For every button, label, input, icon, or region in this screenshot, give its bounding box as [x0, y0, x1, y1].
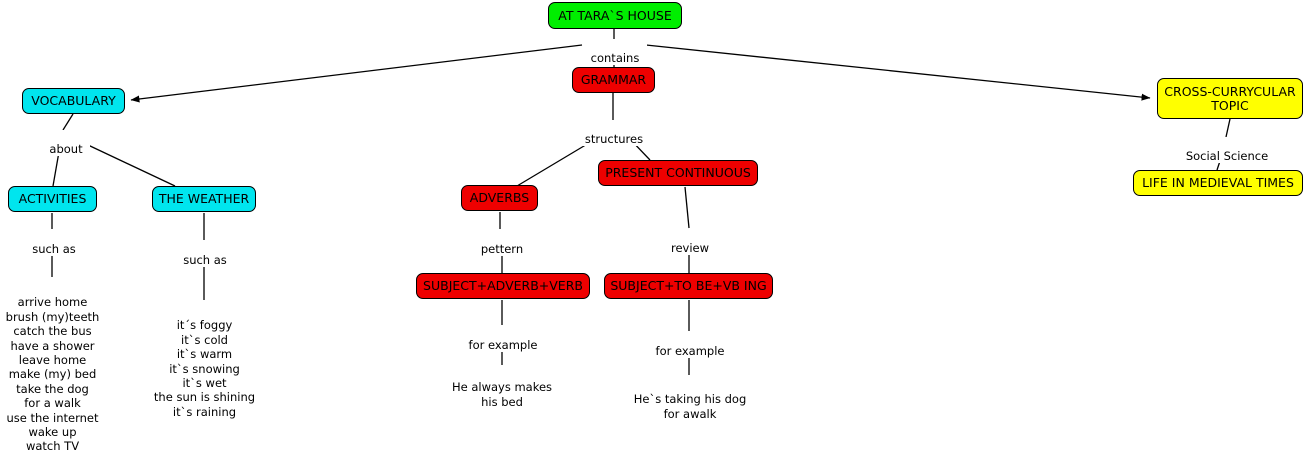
node-root[interactable]: AT TARA`S HOUSE [548, 2, 682, 29]
link-present-continuous-to-review [684, 186, 690, 229]
node-subject-to-be-vb-ing-label: SUBJECT+TO BE+VB ING [610, 278, 767, 294]
node-vocabulary[interactable]: VOCABULARY [22, 88, 125, 114]
node-grammar-label: GRAMMAR [580, 72, 647, 88]
node-adverbs[interactable]: ADVERBS [461, 185, 538, 211]
activities-list: arrive home brush (my)teeth catch the bu… [5, 295, 100, 450]
link-vocabulary-to-about [62, 113, 74, 131]
link-label-structures: structures [578, 120, 650, 146]
node-the-weather-label: THE WEATHER [158, 191, 250, 207]
link-about-to-weather [87, 144, 176, 187]
link-label-social-science: Social Science [1156, 137, 1298, 163]
node-cross-curricular-topic-label: CROSS-CURRYCULAR TOPIC [1164, 84, 1296, 113]
continuous-example: He`s taking his dog for awalk [633, 392, 747, 421]
link-label-such-as-weather: such as [174, 241, 236, 267]
node-root-label: AT TARA`S HOUSE [558, 7, 672, 23]
link-contains-to-cross-curricular [645, 44, 1151, 101]
link-label-pettern: pettern [472, 230, 532, 256]
node-vocabulary-label: VOCABULARY [31, 93, 116, 109]
link-cross-curricular-to-social-science [1225, 118, 1231, 138]
node-cross-curricular-topic[interactable]: CROSS-CURRYCULAR TOPIC [1157, 78, 1303, 119]
node-activities[interactable]: ACTIVITIES [8, 186, 97, 212]
node-subject-to-be-vb-ing[interactable]: SUBJECT+TO BE+VB ING [604, 273, 773, 299]
node-life-in-medieval-times[interactable]: LIFE IN MEDIEVAL TIMES [1133, 170, 1303, 196]
node-subject-adverb-verb[interactable]: SUBJECT+ADVERB+VERB [416, 273, 590, 299]
link-label-review: review [662, 229, 718, 255]
node-activities-label: ACTIVITIES [18, 191, 87, 207]
node-present-continuous[interactable]: PRESENT CONTINUOUS [598, 160, 758, 186]
node-present-continuous-label: PRESENT CONTINUOUS [605, 165, 751, 181]
node-grammar[interactable]: GRAMMAR [572, 67, 655, 93]
weather-list: it´s foggy it`s cold it`s warm it`s snow… [153, 318, 256, 419]
link-label-contains: contains [583, 39, 647, 65]
link-label-for-example-adverbs: for example [458, 326, 548, 352]
node-life-in-medieval-times-label: LIFE IN MEDIEVAL TIMES [1142, 175, 1294, 191]
link-label-for-example-continuous: for example [645, 332, 735, 358]
link-label-such-as-activities: such as [23, 230, 85, 256]
link-label-about: about [42, 130, 90, 156]
adverb-example: He always makes his bed [451, 380, 553, 409]
node-subject-adverb-verb-label: SUBJECT+ADVERB+VERB [423, 278, 583, 294]
node-the-weather[interactable]: THE WEATHER [152, 186, 256, 212]
link-contains-to-vocabulary [130, 44, 583, 103]
node-adverbs-label: ADVERBS [469, 190, 530, 206]
